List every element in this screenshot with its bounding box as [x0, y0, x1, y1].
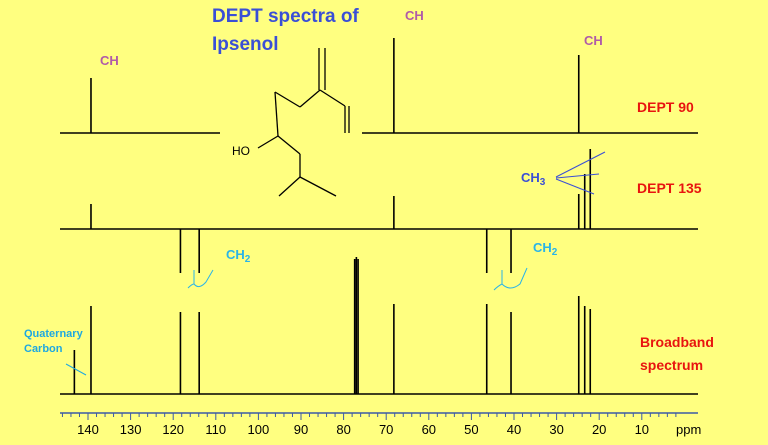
- axis-tick-labels: 140 130 120 110 100 90 80 70 60 50 40 30 20 10: [77, 422, 649, 437]
- ch3-label: CH3: [521, 170, 546, 188]
- axis-tick-label: 50: [464, 422, 478, 437]
- title-line-1: DEPT spectra of: [212, 6, 359, 27]
- axis-tick-label: 100: [248, 422, 270, 437]
- axis-tick-label: 60: [422, 422, 436, 437]
- dept135-label: DEPT 135: [637, 180, 702, 196]
- axis-tick-label: 120: [162, 422, 184, 437]
- axis-tick-label: 10: [635, 422, 649, 437]
- ch2-label-left: CH2: [226, 247, 251, 265]
- axis-tick-label: 70: [379, 422, 393, 437]
- quaternary-label-line-2: Carbon: [24, 343, 63, 355]
- axis-unit-label: ppm: [676, 422, 701, 437]
- broadband-label-line-2: spectrum: [640, 357, 703, 373]
- axis-tick-label: 90: [294, 422, 308, 437]
- broadband-label-line-1: Broadband: [640, 334, 714, 350]
- ch-label-top: CH: [405, 8, 424, 23]
- molecule-ho-label: HO: [232, 144, 250, 158]
- quaternary-label-line-1: Quaternary: [24, 328, 84, 340]
- ch-label-right: CH: [584, 33, 603, 48]
- axis-tick-label: 140: [77, 422, 99, 437]
- axis-tick-label: 30: [549, 422, 563, 437]
- axis-ticks: [61, 413, 677, 420]
- ipsenol-structure: [257, 48, 350, 197]
- axis-tick-label: 110: [205, 422, 226, 437]
- baselines: [60, 132, 698, 395]
- quaternary-pointer: [65, 363, 87, 376]
- title-line-2: Ipsenol: [212, 34, 279, 55]
- ch2-label-right: CH2: [533, 240, 558, 258]
- ch3-pointer-lines: [555, 151, 606, 195]
- axis-tick-label: 40: [507, 422, 521, 437]
- axis-tick-label: 80: [336, 422, 350, 437]
- axis-tick-label: 130: [120, 422, 142, 437]
- dept90-label: DEPT 90: [637, 99, 694, 115]
- ch2-brackets: [187, 267, 528, 291]
- axis-tick-label: 20: [592, 422, 606, 437]
- ch-label-left: CH: [100, 53, 119, 68]
- spectrum-peaks: [73, 38, 592, 394]
